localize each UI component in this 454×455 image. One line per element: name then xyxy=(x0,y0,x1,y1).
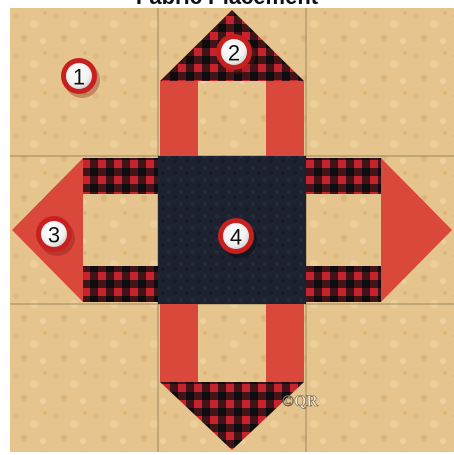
badge-1-label: 1 xyxy=(73,65,85,90)
badge-4-label: 4 xyxy=(230,225,242,250)
watermark: ©QR xyxy=(282,393,318,410)
quilt-block: 1 2 3 4 ©QR xyxy=(10,8,454,452)
title: Fabric Placement xyxy=(0,0,454,8)
badge-2-label: 2 xyxy=(228,41,240,66)
badge-3-label: 3 xyxy=(48,223,60,248)
